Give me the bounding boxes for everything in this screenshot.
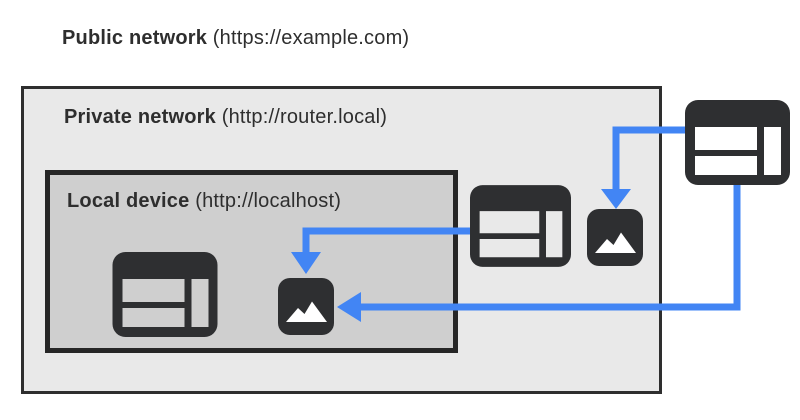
browser-window-icon xyxy=(112,252,218,337)
public-network-url: (https://example.com) xyxy=(207,27,410,49)
private-network-box: Private network (http://router.local) Lo… xyxy=(21,86,662,394)
public-network-label: Public network (https://example.com) xyxy=(62,27,409,50)
image-icon xyxy=(587,209,643,266)
image-icon xyxy=(587,209,643,266)
local-device-name: Local device xyxy=(67,190,190,212)
browser-window-icon xyxy=(685,100,790,185)
image-icon xyxy=(278,278,334,335)
browser-window-icon xyxy=(470,184,571,268)
private-network-label: Private network (http://router.local) xyxy=(64,106,387,129)
local-device-box: Local device (http://localhost) xyxy=(45,170,458,353)
browser-window-icon xyxy=(470,185,571,267)
public-network-name: Public network xyxy=(62,27,208,49)
private-network-url: (http://router.local) xyxy=(215,106,388,128)
browser-window-icon xyxy=(112,252,218,337)
private-network-name: Private network xyxy=(64,106,216,128)
local-device-url: (http://localhost) xyxy=(189,190,342,212)
image-icon xyxy=(278,278,334,335)
local-device-label: Local device (http://localhost) xyxy=(67,190,341,213)
browser-window-icon xyxy=(685,100,790,185)
